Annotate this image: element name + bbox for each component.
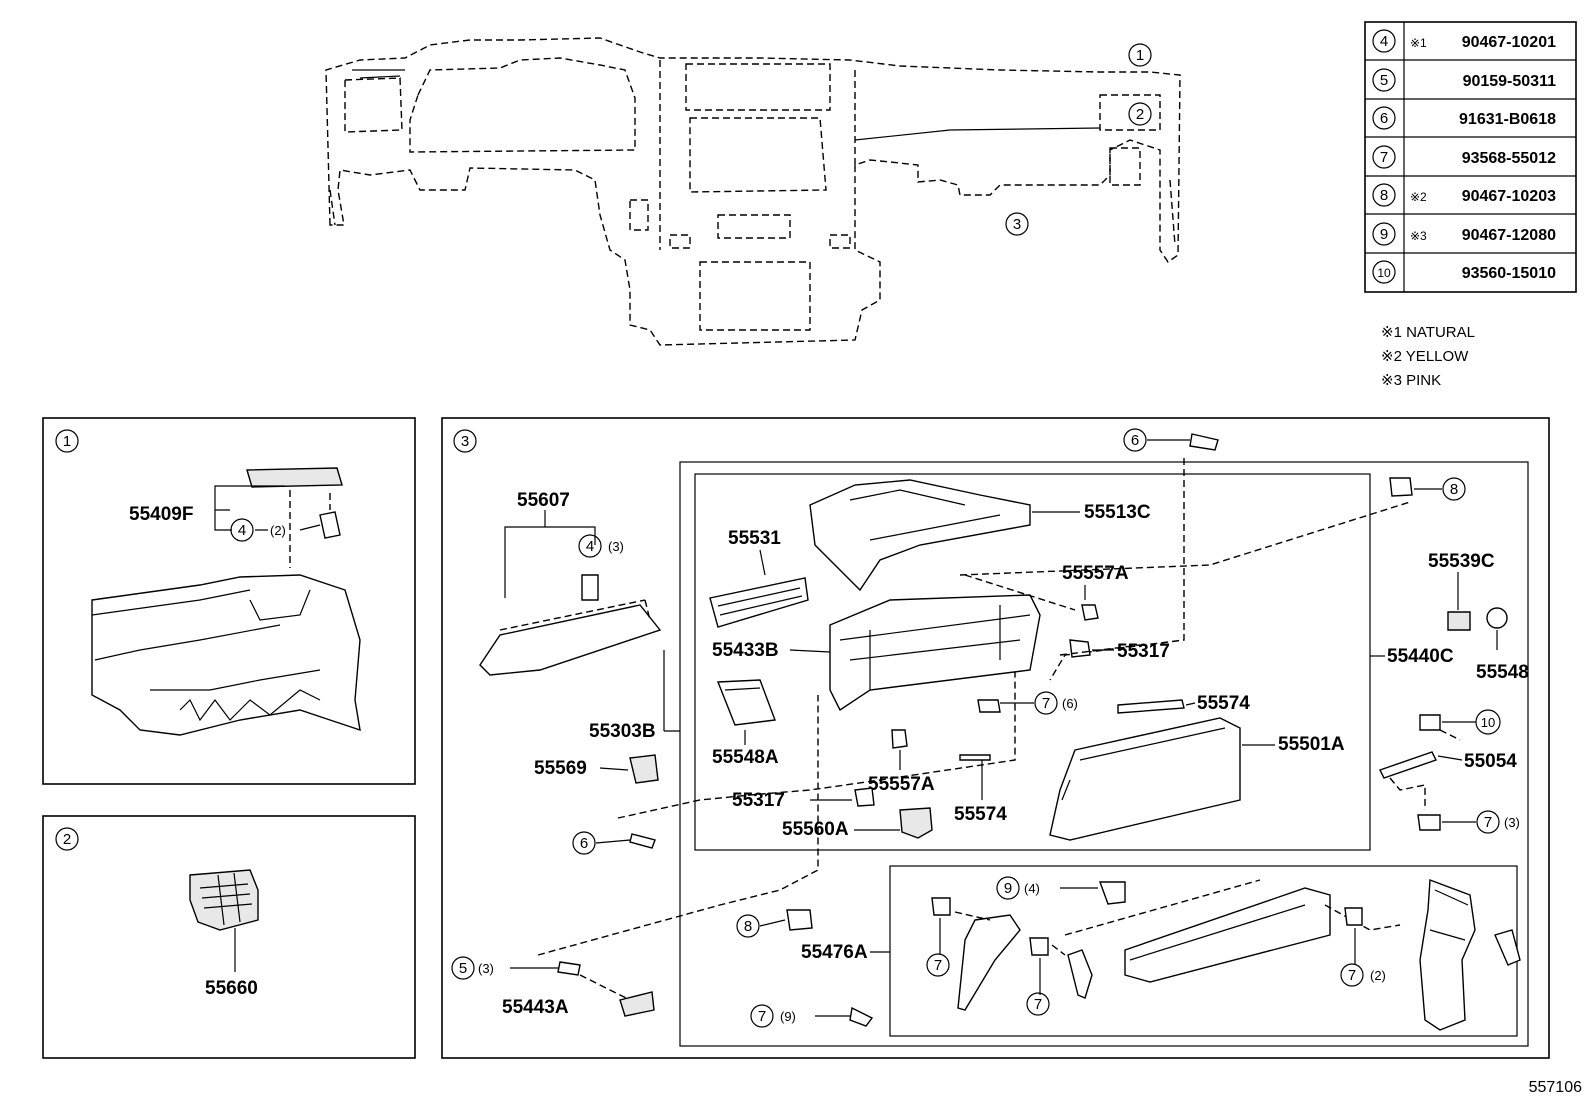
label-55317-lower: 55317 [732,790,785,811]
label-55548A: 55548A [712,747,779,768]
table-mark: ※3 [1410,229,1427,243]
table-ref: 7 [1380,149,1388,166]
svg-text:8: 8 [744,918,752,935]
label-55531: 55531 [728,528,781,549]
svg-text:6: 6 [1131,432,1139,449]
panel-1: 1 55409F 4 (2) [42,417,416,785]
table-ref: 10 [1377,266,1391,280]
note-1: ※1 NATURAL [1381,324,1475,341]
overview-callout-2: 2 [1128,102,1152,126]
parts-table-row: 8 ※2 90467-10203 [1372,183,1556,207]
label-55557A: 55557A [1062,563,1129,584]
svg-text:(3): (3) [1504,815,1520,830]
svg-text:(3): (3) [608,539,624,554]
table-ref: 5 [1380,72,1388,89]
overview-callout-3: 3 [1005,212,1029,236]
label-55539C: 55539C [1428,551,1495,572]
svg-text:3: 3 [1013,216,1021,233]
label-55303B: 55303B [589,721,656,742]
table-mark: ※2 [1410,190,1427,204]
label-55409F: 55409F [129,504,193,525]
table-mark: ※1 [1410,36,1427,50]
label-55501A: 55501A [1278,734,1345,755]
svg-text:(3): (3) [478,961,494,976]
svg-text:(9): (9) [780,1009,796,1024]
svg-text:8: 8 [1450,481,1458,498]
label-55557A-lower: 55557A [868,774,935,795]
table-part-number: 93568-55012 [1462,150,1556,167]
panel-1-number: 1 [63,433,71,450]
svg-text:7: 7 [1484,814,1492,831]
table-ref: 6 [1380,110,1388,127]
svg-text:10: 10 [1481,715,1495,730]
panel-3-number: 3 [461,433,469,450]
dashboard-overview [325,37,1181,346]
label-55054: 55054 [1464,751,1517,772]
parts-table-row: 6 91631-B0618 [1372,106,1556,130]
table-part-number: 93560-15010 [1462,265,1556,282]
label-55560A: 55560A [782,819,849,840]
label-55574: 55574 [1197,693,1250,714]
svg-text:4: 4 [238,522,246,539]
panel-3: 3 55607 4 (3) 55303B 55569 6 6 [441,417,1550,1059]
svg-text:6: 6 [580,835,588,852]
table-part-number: 91631-B0618 [1459,111,1556,128]
panel-2: 2 55660 [42,815,416,1059]
table-part-number: 90467-10201 [1462,34,1556,51]
parts-table-row: 10 93560-15010 [1372,260,1556,284]
parts-table-row: 4 ※1 90467-10201 [1372,29,1556,53]
label-55569: 55569 [534,758,587,779]
table-part-number: 90467-12080 [1462,227,1556,244]
table-ref: 8 [1380,187,1388,204]
label-55433B: 55433B [712,640,779,661]
svg-text:(6): (6) [1062,696,1078,711]
label-55660: 55660 [205,978,258,999]
diagram-id: 557106 [1529,1079,1582,1096]
note-3: ※3 PINK [1381,372,1441,389]
svg-text:(2): (2) [270,523,286,538]
svg-text:7: 7 [1042,695,1050,712]
note-2: ※2 YELLOW [1381,348,1469,365]
label-55607: 55607 [517,490,570,511]
svg-text:(2): (2) [1370,968,1386,983]
parts-table: 4 ※1 90467-10201 5 90159-50311 6 91631-B… [1364,21,1577,293]
panel-2-number: 2 [63,831,71,848]
label-55440C: 55440C [1387,646,1454,667]
label-55574-lower: 55574 [954,804,1007,825]
parts-table-row: 5 90159-50311 [1372,68,1557,92]
svg-text:7: 7 [1034,996,1042,1013]
label-55317: 55317 [1117,641,1170,662]
part-55409F-shape [246,467,343,488]
color-notes: ※1 NATURAL ※2 YELLOW ※3 PINK [1381,324,1475,389]
svg-text:7: 7 [934,957,942,974]
svg-text:4: 4 [586,538,594,555]
label-55513C: 55513C [1084,502,1151,523]
table-part-number: 90159-50311 [1463,73,1557,90]
table-ref: 9 [1380,226,1388,243]
label-55443A: 55443A [502,997,569,1018]
svg-text:2: 2 [1136,106,1144,123]
parts-table-row: 9 ※3 90467-12080 [1372,222,1556,246]
svg-text:1: 1 [1136,47,1144,64]
table-ref: 4 [1380,33,1388,50]
label-55548: 55548 [1476,662,1529,683]
svg-text:9: 9 [1004,880,1012,897]
svg-text:7: 7 [758,1008,766,1025]
svg-text:(4): (4) [1024,881,1040,896]
table-part-number: 90467-10203 [1462,188,1556,205]
overview-callout-1: 1 [1128,43,1152,67]
label-55476A: 55476A [801,942,868,963]
svg-text:7: 7 [1348,967,1356,984]
parts-table-row: 7 93568-55012 [1372,145,1556,169]
svg-text:5: 5 [459,960,467,977]
